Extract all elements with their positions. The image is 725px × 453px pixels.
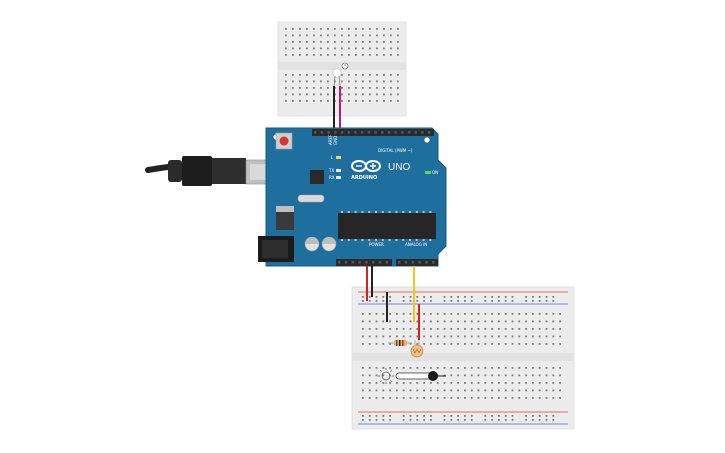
temperature-sensor-icon[interactable] <box>378 368 446 384</box>
power-header-label: POWER <box>369 242 384 247</box>
on-led-label: ON <box>432 170 438 175</box>
reset-button-icon[interactable] <box>275 132 293 150</box>
digital-pin-header[interactable] <box>314 131 431 134</box>
power-pin-header[interactable] <box>338 261 389 264</box>
arduino-uno-board[interactable]: AREF GND DIGITAL (PWM ~) L TX RX ON ARDU… <box>258 127 447 267</box>
tx-led-label: TX <box>328 168 334 173</box>
aref-label: AREF <box>328 134 333 145</box>
analog-header-label: ANALOG IN <box>405 242 427 247</box>
gnd-label: GND <box>333 136 338 145</box>
l-led-label: L <box>331 155 334 160</box>
mini-breadboard-holes-top <box>285 28 399 56</box>
atmega-chip <box>341 211 432 241</box>
resistor-icon[interactable] <box>388 340 412 346</box>
usb-cable-icon[interactable] <box>145 156 283 186</box>
analog-pin-header[interactable] <box>398 261 435 264</box>
board-leds: L TX RX ON <box>328 155 438 180</box>
digital-header-label: DIGITAL (PWM ~) <box>378 148 413 153</box>
brand-label: ARDUINO <box>351 175 377 181</box>
main-breadboard[interactable] <box>351 286 575 430</box>
mini-breadboard[interactable] <box>277 21 407 117</box>
power-jack-icon[interactable] <box>258 236 294 262</box>
main-breadboard-holes <box>362 296 561 421</box>
capacitors <box>304 236 337 252</box>
photoresistor-icon[interactable] <box>410 340 424 358</box>
model-label: UNO <box>388 162 410 173</box>
led-icon[interactable] <box>332 62 349 87</box>
arduino-logo-icon <box>351 160 381 172</box>
rx-led-label: RX <box>329 175 335 180</box>
